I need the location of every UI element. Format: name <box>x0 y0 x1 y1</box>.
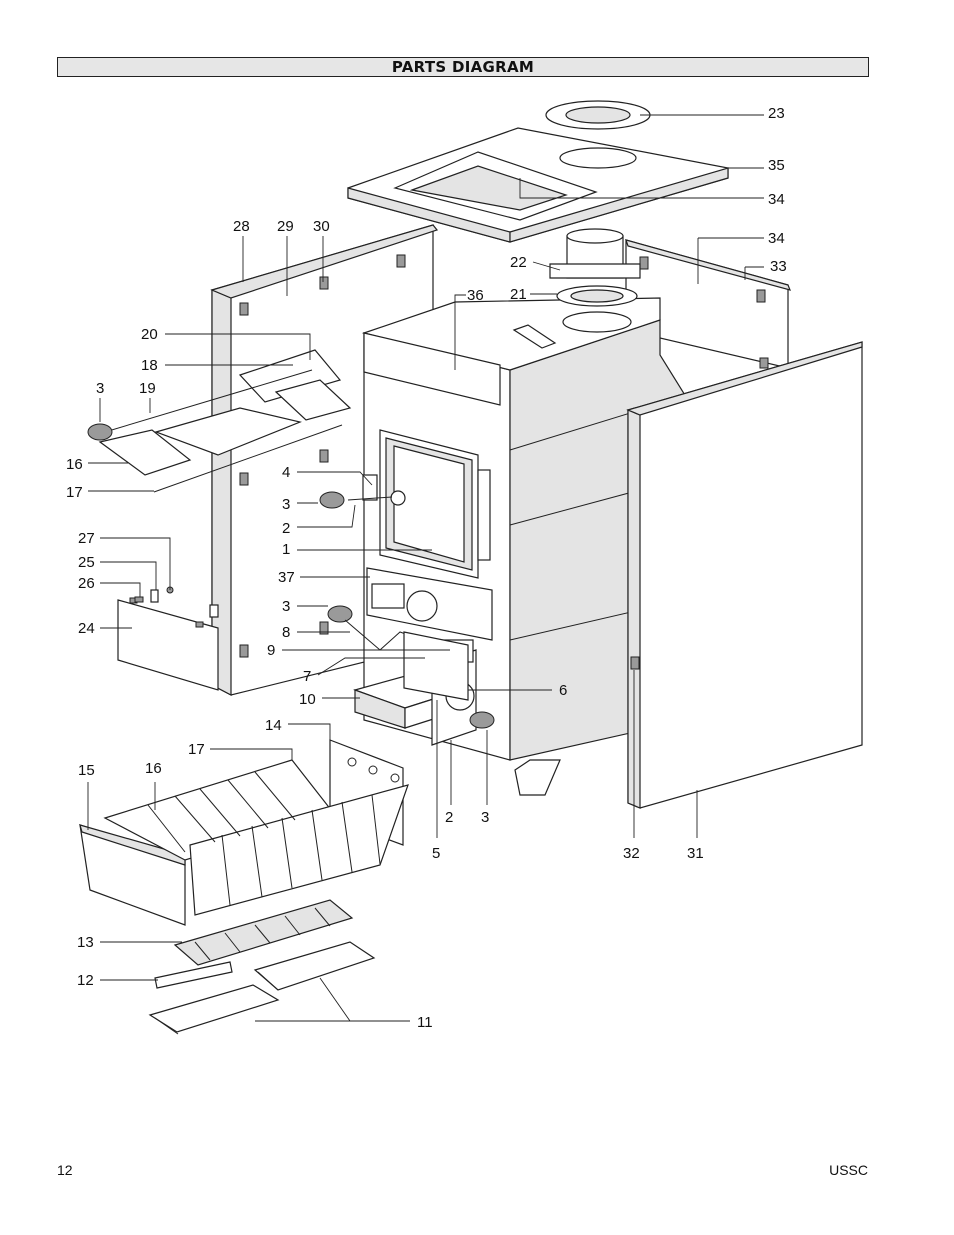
callout-16: 16 <box>66 456 83 473</box>
callout-23: 23 <box>768 105 785 122</box>
callout-28: 28 <box>233 218 250 235</box>
baffle-assembly <box>87 349 352 493</box>
brand-name: USSC <box>829 1162 868 1178</box>
callout-2: 2 <box>282 520 290 537</box>
callout-6: 6 <box>559 682 567 699</box>
callout-36: 36 <box>467 287 484 304</box>
top-cover <box>347 127 729 243</box>
lower-door <box>403 631 469 701</box>
loading-door <box>379 429 491 579</box>
callout-30: 30 <box>313 218 330 235</box>
callout-22: 22 <box>510 254 527 271</box>
callout-31: 31 <box>687 845 704 862</box>
callout-32: 32 <box>623 845 640 862</box>
firebrick-liner <box>79 739 409 926</box>
right-side-panel <box>626 341 863 809</box>
callout-25: 25 <box>78 554 95 571</box>
callout-labels: 23 35 34 28 29 30 22 34 33 21 36 20 18 3… <box>66 105 787 1031</box>
callout-10: 10 <box>299 691 316 708</box>
callout-20: 20 <box>141 326 158 343</box>
callout-24: 24 <box>78 620 95 637</box>
callout-9: 9 <box>267 642 275 659</box>
callout-17: 17 <box>66 484 83 501</box>
flue-gasket <box>556 285 638 307</box>
callout-11: 11 <box>417 1014 433 1031</box>
callout-3-lower: 3 <box>481 809 489 826</box>
ash-trays <box>148 941 376 1035</box>
callout-15: 15 <box>78 762 95 779</box>
callout-35: 35 <box>768 157 785 174</box>
callout-14: 14 <box>265 717 282 734</box>
callout-8: 8 <box>282 624 290 641</box>
callout-3: 3 <box>96 380 104 397</box>
flue-collar-top <box>545 100 651 130</box>
callout-18: 18 <box>141 357 158 374</box>
leader-lines <box>87 114 764 1022</box>
callout-12: 12 <box>77 972 94 989</box>
door-handle-upper <box>319 474 406 509</box>
access-panel <box>117 586 219 691</box>
callout-34-rear: 34 <box>768 230 785 247</box>
callout-2-lower: 2 <box>445 809 453 826</box>
callout-5: 5 <box>432 845 440 862</box>
callout-37: 37 <box>278 569 295 586</box>
callout-27: 27 <box>78 530 95 547</box>
callout-29: 29 <box>277 218 294 235</box>
callout-3-door: 3 <box>282 496 290 513</box>
callout-16-liner: 16 <box>145 760 162 777</box>
flue-collar <box>549 228 641 279</box>
callout-26: 26 <box>78 575 95 592</box>
page-title: PARTS DIAGRAM <box>57 57 869 77</box>
callout-34: 34 <box>768 191 785 208</box>
callout-19: 19 <box>139 380 156 397</box>
callout-13: 13 <box>77 934 94 951</box>
callout-21: 21 <box>510 286 527 303</box>
callout-17-liner: 17 <box>188 741 205 758</box>
callout-3-ash: 3 <box>282 598 290 615</box>
grates <box>173 899 354 966</box>
callout-1: 1 <box>282 541 290 558</box>
callout-7: 7 <box>303 668 311 685</box>
callout-33: 33 <box>770 258 787 275</box>
grate-bar <box>154 961 233 989</box>
callout-4: 4 <box>282 464 290 481</box>
page-number: 12 <box>57 1162 73 1178</box>
